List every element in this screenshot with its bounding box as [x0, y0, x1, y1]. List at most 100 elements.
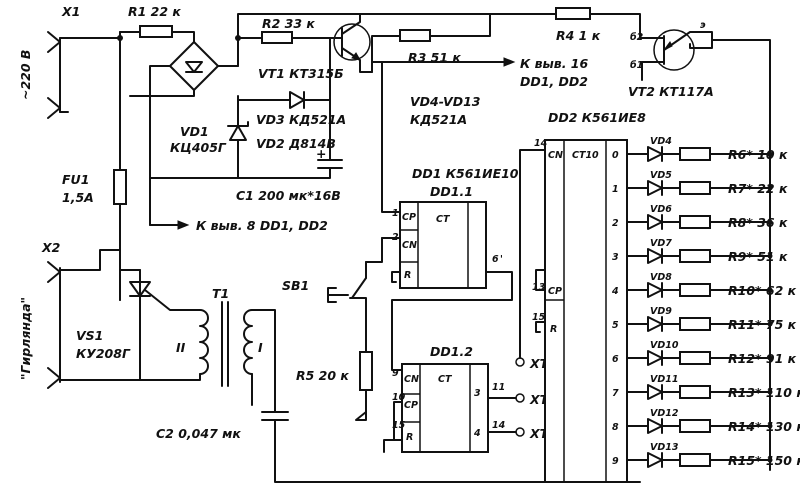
- diode-label: VD11: [650, 374, 678, 385]
- dd1-2-ct: CT: [438, 374, 453, 385]
- zener-vd2: VD2 Д814В: [227, 95, 336, 179]
- fuse-fu1: FU1 1,5А: [62, 139, 127, 205]
- diode-triangle: [647, 418, 663, 434]
- junction-dot: [767, 185, 773, 191]
- capacitor-c1: + C1 200 мк*16В: [149, 99, 343, 203]
- garland-label: "Гирлянда": [18, 297, 33, 380]
- r2-label: R2 33 к: [262, 16, 315, 31]
- pin-dd2-cp: 13: [532, 282, 546, 293]
- fu1-value: 1,5А: [62, 190, 94, 205]
- transistor-vt2: б2 б1 э VT2 КТ117А: [628, 20, 714, 99]
- to-pin16-label: К выв. 16: [520, 56, 588, 71]
- dd1-1-ct: CT: [436, 214, 451, 225]
- dd1-1-r: R: [404, 270, 411, 281]
- resistor-label: R6* 10 к: [728, 147, 788, 162]
- connector-x1: X1 ~220 В: [18, 4, 80, 119]
- diode-triangle: [647, 214, 663, 230]
- chip-dd1-1: CP CN R CT DD1 К561ИЕ10 DD1.1 1 2 6 ': [392, 166, 519, 289]
- dd1-1-cn: CN: [402, 240, 417, 251]
- diode-label: VD7: [650, 238, 672, 249]
- vs1-label: VS1: [76, 328, 103, 343]
- vt2-label: VT2 КТ117А: [628, 84, 714, 99]
- diode-triangle: [647, 350, 663, 366]
- resistor-body: [679, 385, 711, 399]
- dd1-1-label: DD1.1: [430, 184, 473, 199]
- pin-dd1-2-q2: 14: [492, 420, 506, 431]
- pin-dd1-2-a: 9: [392, 368, 399, 379]
- fu1-label: FU1: [62, 172, 89, 187]
- junction-dot: [767, 457, 773, 463]
- junction-dot: [767, 321, 773, 327]
- t1-winding-ii: II: [176, 340, 186, 355]
- diode-label: VD4: [650, 136, 672, 147]
- vd3-label: VD3 КД521А: [256, 112, 346, 127]
- diode-triangle: [647, 384, 663, 400]
- dd2-output-number: 4: [611, 286, 619, 297]
- resistor-label: R11* 75 к: [728, 317, 797, 332]
- junction-dot: [767, 389, 773, 395]
- resistor-body: [679, 147, 711, 161]
- resistor-label: R9* 51 к: [728, 249, 788, 264]
- x1-label: X1: [61, 4, 80, 19]
- dd2-output-number: 9: [612, 456, 619, 467]
- resistor-body: [679, 181, 711, 195]
- resistor-label: R7* 22 к: [728, 181, 788, 196]
- dd1-2-label: DD1.2: [430, 344, 473, 359]
- c1-label: C1 200 мк*16В: [236, 188, 341, 203]
- dd2-output-number: 8: [612, 422, 619, 433]
- vd2-label: VD2 Д814В: [256, 136, 336, 151]
- pin-dd1-2-out3: 3: [474, 388, 481, 399]
- capacitor-c2: C2 0,047 мк: [156, 399, 641, 483]
- pin-dd1-2-out4: 4: [473, 428, 481, 439]
- resistor-body: [679, 249, 711, 263]
- dd2-output-number: 2: [612, 218, 619, 229]
- resistor-body: [679, 453, 711, 467]
- pin-dd1-1-q: 6: [492, 254, 499, 265]
- resistor-body: [679, 351, 711, 365]
- diode-triangle: [647, 146, 663, 162]
- vd4-vd13-label: VD4-VD13: [410, 94, 480, 109]
- r1-label: R1 22 к: [128, 4, 181, 19]
- resistor-label: R14* 130 к: [728, 419, 800, 434]
- resistor-label: R15* 150 к: [728, 453, 800, 468]
- dd1-2-r: R: [406, 432, 413, 443]
- diode-label: VD12: [650, 408, 679, 419]
- dd2-output-number: 1: [612, 184, 619, 195]
- junction-dot: [767, 423, 773, 429]
- transformer-t1: T1 II I: [139, 286, 276, 406]
- t1-winding-i: I: [258, 340, 263, 355]
- pin-dd2-cn: 14: [534, 138, 548, 149]
- pin-dd1-1-a: 1: [392, 208, 399, 219]
- diode-label: VD10: [650, 340, 679, 351]
- diode-triangle: [647, 180, 663, 196]
- diode-triangle: [647, 316, 663, 332]
- diode-bridge-vd1: VD1 КЦ405Г: [129, 41, 239, 226]
- resistor-label: R8* 36 к: [728, 215, 788, 230]
- resistor-r4: R4 1 к: [489, 7, 651, 43]
- switch-sb1[interactable]: SB1: [282, 237, 383, 353]
- resistor-r1: R1 22 к: [119, 4, 195, 43]
- junction-dot: [767, 219, 773, 225]
- dd1-label: DD1 К561ИЕ10: [412, 166, 519, 181]
- vd1-type: КЦ405Г: [170, 140, 227, 155]
- dd1-2-cp: CP: [404, 400, 418, 411]
- resistor-body: [679, 419, 711, 433]
- resistor-r3: R3 51 к: [371, 13, 491, 73]
- vd1-label: VD1: [180, 124, 209, 139]
- vt2-b1: б1: [630, 60, 643, 71]
- dd2-r: R: [550, 324, 557, 335]
- pin-dd1-2-q1: 11: [492, 382, 505, 393]
- dd1-2-cn: CN: [404, 374, 419, 385]
- resistor-r2: R2 33 к: [237, 16, 331, 44]
- dd2-output-number: 7: [612, 388, 619, 399]
- junction-dot: [767, 253, 773, 259]
- thyristor-vs1: VS1 КУ208Г: [76, 269, 201, 381]
- diode-triangle: [647, 282, 663, 298]
- to-pin8-label: К выв. 8 DD1, DD2: [196, 218, 328, 233]
- dd2-cp: CP: [548, 286, 562, 297]
- resistor-body: [679, 283, 711, 297]
- resistor-r5: R5 20 к: [296, 351, 373, 421]
- vd4-vd13-type: КД521А: [410, 112, 467, 127]
- junction-dot: [767, 355, 773, 361]
- dd2-label: DD2 К561ИЕ8: [548, 110, 646, 125]
